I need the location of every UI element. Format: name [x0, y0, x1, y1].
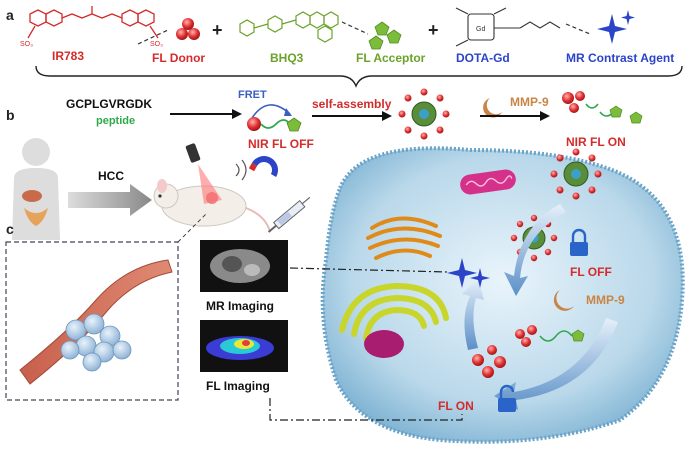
dota-gd-label: DOTA-Gd	[456, 51, 510, 65]
nucleus	[364, 330, 404, 358]
nanoparticle-1	[398, 88, 450, 140]
cell-cleaved-products	[515, 325, 585, 347]
fl-donor-label: FL Donor	[152, 51, 205, 65]
syringe-icon	[267, 196, 311, 233]
endocytosis-arrow	[504, 204, 566, 296]
nir-on-label: NIR FL ON	[566, 135, 626, 149]
fl-acceptor-label: FL Acceptor	[356, 51, 426, 65]
signal-wave-2	[241, 159, 247, 181]
self-assembly-label: self-assembly	[312, 97, 392, 111]
arrow-mmp9-head	[540, 111, 550, 121]
dash-bhq3-acceptor	[341, 21, 369, 35]
magnet-icon	[248, 156, 278, 177]
bhq3-structure-icon	[239, 11, 339, 43]
nanoparticle-2	[550, 148, 602, 200]
fret-arrow-head	[284, 108, 292, 116]
mr-agent-label: MR Contrast Agent	[566, 51, 674, 65]
mr-agent-star-icon	[597, 10, 635, 44]
golgi-apparatus	[366, 216, 442, 260]
plus-1: +	[212, 20, 223, 40]
flashlight-icon	[185, 143, 222, 204]
cleaved-products	[562, 91, 643, 124]
mmp9-label-top: MMP-9	[510, 95, 549, 109]
peptide-label: peptide	[96, 115, 135, 127]
gd-atom: Gd	[476, 26, 485, 33]
fl-imaging-label: FL Imaging	[206, 379, 270, 393]
dash-ir783-donor	[137, 29, 169, 45]
ir783-so3-left: SO₃	[20, 41, 33, 48]
mr-imaging-label: MR Imaging	[206, 299, 274, 313]
dota-gd-structure-icon	[455, 7, 561, 47]
ir783-structure-icon	[27, 6, 159, 39]
mr-connector	[289, 267, 449, 273]
brace	[35, 65, 683, 88]
probe-acceptor	[286, 117, 302, 132]
ir783-so3-right: SO₃	[150, 41, 163, 48]
mmp9-label-cell: MMP-9	[586, 293, 625, 307]
hcc-arrow	[68, 184, 152, 216]
dash-dota-mr	[565, 23, 591, 35]
mr-star-icon-cell	[447, 258, 490, 288]
signal-wave-1	[235, 163, 240, 177]
mmp9-icon-top	[483, 98, 502, 118]
probe-donor-ball	[247, 117, 261, 131]
peptide-seq: GCPLGVRGDK	[66, 97, 152, 111]
hcc-label: HCC	[98, 169, 124, 183]
nir-off-label: NIR FL OFF	[248, 137, 314, 151]
lock-closed-icon	[570, 228, 588, 256]
tumor-cluster	[60, 313, 132, 372]
fl-donor-icon	[176, 18, 200, 40]
fl-connector	[269, 398, 463, 421]
panel-c-box	[5, 241, 179, 401]
fl-on-label: FL ON	[438, 399, 474, 413]
fl-on-balls	[472, 345, 506, 378]
fl-acceptor-icon	[368, 21, 402, 50]
panel-label-b: b	[6, 107, 15, 123]
panel-label-c: c	[6, 221, 14, 237]
arrow-assembly-head	[382, 111, 392, 121]
arrow-peptide-head	[232, 109, 242, 119]
panel-label-a: a	[6, 7, 14, 23]
fl-off-label: FL OFF	[570, 265, 612, 279]
lock-open-icon	[498, 384, 516, 412]
endoplasmic-reticulum	[339, 282, 449, 341]
human-body-icon	[12, 138, 60, 240]
mmp9-icon-cell	[553, 290, 574, 311]
bhq3-label: BHQ3	[270, 51, 304, 65]
mitochondrion	[460, 169, 516, 195]
plus-2: +	[428, 20, 439, 40]
ir783-label: IR783	[52, 49, 84, 63]
probe-peptide	[260, 119, 291, 129]
fret-label: FRET	[238, 89, 267, 101]
mr-signal-arrow	[462, 278, 484, 350]
cell-body	[320, 146, 685, 444]
fret-arrow	[251, 104, 291, 119]
